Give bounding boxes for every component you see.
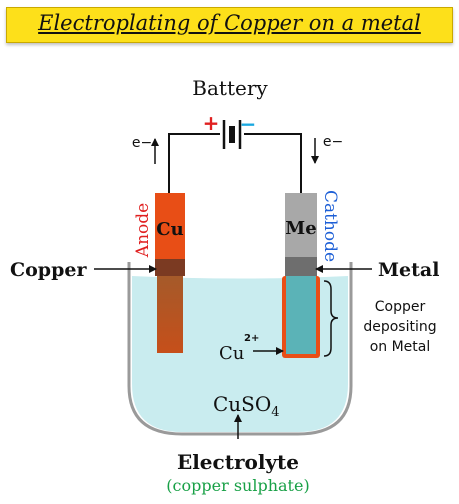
- anode-rod-immersed: [157, 276, 183, 353]
- deposit-note-line-1: Copper: [375, 299, 426, 315]
- title-banner: Electroplating of Copper on a metal: [6, 7, 453, 43]
- deposit-note-line-2: depositing: [363, 319, 436, 335]
- anode-symbol: Cu: [156, 219, 183, 240]
- solution-formula-subscript: 4: [271, 405, 279, 420]
- anode-rod-upper: [155, 193, 185, 259]
- beaker: [127, 262, 353, 436]
- anode-band: [155, 259, 185, 276]
- battery-icon: [222, 120, 242, 149]
- electron-right-label: e−: [323, 134, 343, 150]
- cathode-symbol: Me: [285, 218, 316, 239]
- battery-positive-sign: +: [203, 111, 220, 135]
- left-wire: [168, 133, 220, 193]
- solution-formula: CuSO4: [213, 392, 280, 420]
- cathode-rod-upper: [285, 193, 317, 257]
- copper-ion-symbol: Cu: [219, 343, 244, 364]
- electron-left-label: e−: [132, 135, 152, 151]
- solution-formula-base: CuSO: [213, 392, 271, 416]
- diagram-title: Electroplating of Copper on a metal: [38, 11, 421, 35]
- deposit-brace: [323, 280, 339, 357]
- cathode-band: [285, 257, 317, 276]
- electrolyte-description: (copper sulphate): [166, 476, 309, 495]
- metal-label: Metal: [378, 259, 439, 281]
- cathode-rod-immersed: [286, 276, 316, 354]
- copper-label: Copper: [10, 259, 87, 281]
- electrolyte-label: Electrolyte: [177, 450, 299, 474]
- anode-label: Anode: [133, 203, 153, 258]
- copper-ion-charge: 2+: [244, 333, 259, 344]
- battery-negative-sign: −: [240, 112, 257, 136]
- deposit-note-line-3: on Metal: [370, 339, 431, 355]
- right-wire: [244, 133, 302, 193]
- battery-label: Battery: [192, 76, 268, 100]
- cathode-label: Cathode: [320, 190, 340, 262]
